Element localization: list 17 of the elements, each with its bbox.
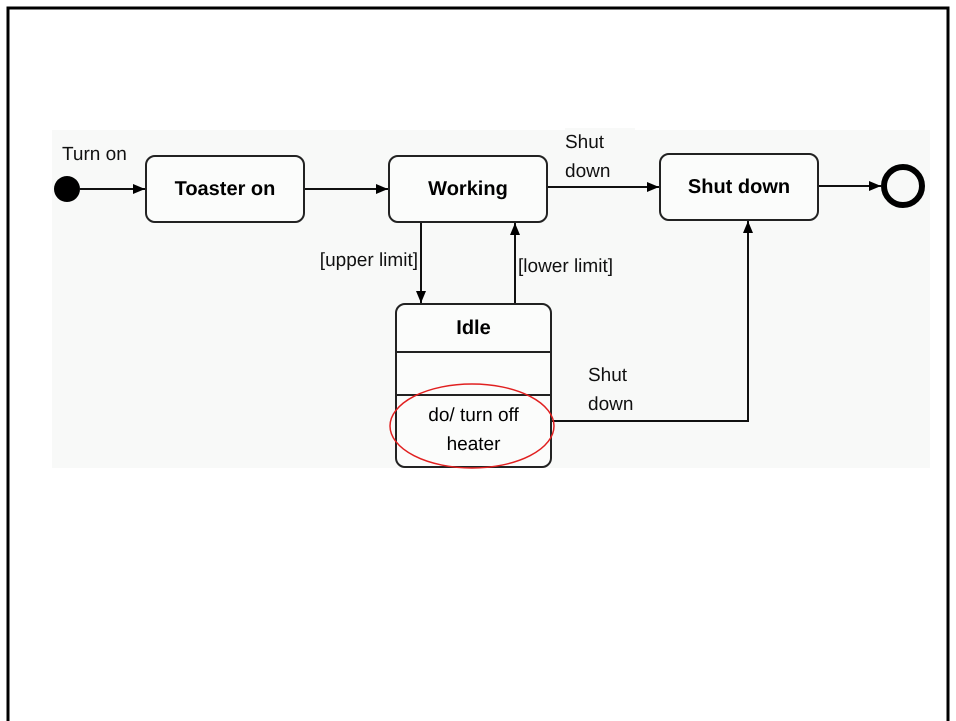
transition-arrow xyxy=(305,184,388,194)
state-box xyxy=(395,303,552,468)
transition-arrow xyxy=(510,223,520,303)
transition-arrow xyxy=(416,223,426,303)
transition-arrow xyxy=(548,182,659,192)
state-name: Toaster on xyxy=(174,178,276,200)
transition-arrow xyxy=(80,184,145,194)
state-box xyxy=(659,153,819,221)
transition-arrow xyxy=(552,221,753,422)
final-state-ring xyxy=(881,164,925,208)
transition-arrow xyxy=(819,181,881,191)
state-name: Idle xyxy=(456,316,491,340)
state-activity: do/ turn off heater xyxy=(427,404,520,457)
state-box xyxy=(145,155,305,223)
state-name: Working xyxy=(428,178,508,200)
state-name: Shut down xyxy=(688,176,790,198)
state-box xyxy=(388,155,548,223)
